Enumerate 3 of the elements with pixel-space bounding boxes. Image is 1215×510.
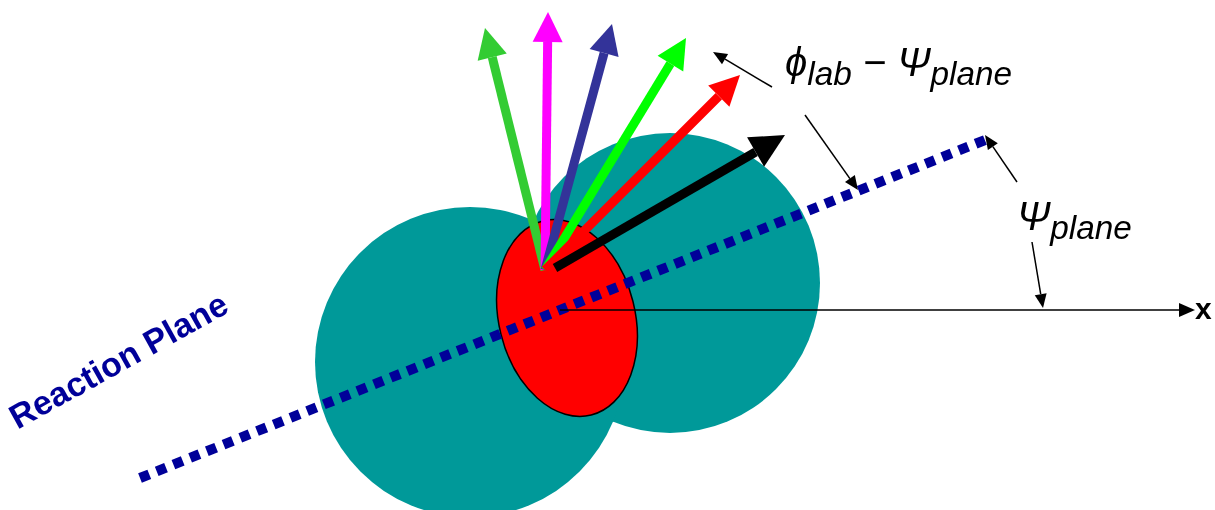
angle-label: Ψ$_{plane}$ <box>1017 196 1132 245</box>
axis-label: x <box>1195 294 1212 324</box>
angle-label: ϕ$_{lab}$ − Ψ$_{plane}$ <box>785 42 1013 91</box>
